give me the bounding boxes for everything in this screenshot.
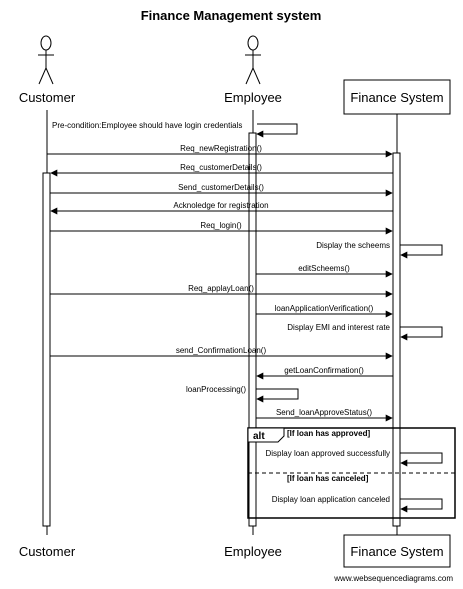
alt-tag: alt <box>253 431 265 442</box>
alt-tag-box <box>247 427 285 443</box>
customer-activation <box>42 172 51 527</box>
message-label: Req_customerDetails() <box>180 163 262 172</box>
message-label: Req_newRegistration() <box>180 144 262 153</box>
message-label: Display loan application canceled <box>272 495 390 504</box>
employee-bottom-label: Employee <box>224 544 282 559</box>
message-label: getLoanConfirmation() <box>284 366 364 375</box>
customer-top-label: Customer <box>19 90 76 105</box>
message-label: Acknoledge for registration <box>173 201 268 210</box>
message-label: Display loan approved successfully <box>265 449 390 458</box>
employee-activation <box>248 132 257 527</box>
message-label: Req_login() <box>200 221 242 230</box>
message-arrow <box>400 326 443 341</box>
finance-bottom-label: Finance System <box>350 544 443 559</box>
message-label: editScheems() <box>298 264 350 273</box>
message-label: loanProcessing() <box>186 385 246 394</box>
message-arrow <box>256 388 299 403</box>
message-label: Display the scheems <box>316 241 390 250</box>
alt-guard: [If loan has approved] <box>287 429 370 438</box>
customer-bottom-label: Customer <box>19 544 76 559</box>
finance-activation <box>392 152 401 527</box>
diagram-title: Finance Management system <box>141 8 322 23</box>
finance-bottom-box <box>343 534 451 568</box>
message-label: Req_applayLoan() <box>188 284 254 293</box>
message-label: Pre-condition:Employee should have login… <box>52 121 242 130</box>
message-label: send_ConfirmationLoan() <box>176 346 267 355</box>
message-label: Display EMI and interest rate <box>287 323 390 332</box>
customer-actor-icon <box>38 35 54 85</box>
employee-actor-icon <box>245 35 261 85</box>
employee-top-label: Employee <box>224 90 282 105</box>
alt-guard: [If loan has canceled] <box>287 474 369 483</box>
credit-text: www.websequencediagrams.com <box>333 574 453 583</box>
message-arrow <box>256 123 298 138</box>
message-label: Send_customerDetails() <box>178 183 264 192</box>
finance-top-box <box>343 79 451 115</box>
message-arrow <box>400 452 443 467</box>
message-label: Send_loanApproveStatus() <box>276 408 372 417</box>
message-label: loanApplicationVerification() <box>275 304 374 313</box>
message-arrow <box>400 244 443 259</box>
message-arrow <box>400 498 443 513</box>
finance-top-label: Finance System <box>350 90 443 105</box>
